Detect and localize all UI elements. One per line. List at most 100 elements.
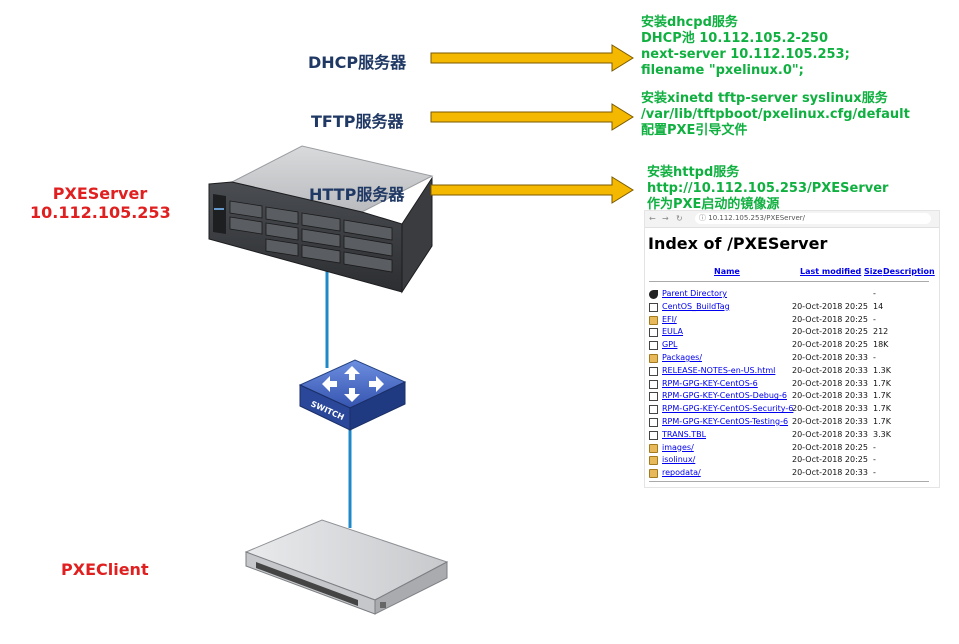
file-link[interactable]: CentOS_BuildTag <box>662 301 730 311</box>
file-size: 1.3K <box>873 365 891 375</box>
folder-icon <box>649 315 658 325</box>
file-link[interactable]: RPM-GPG-KEY-CentOS-6 <box>662 378 758 388</box>
file-date: 20-Oct-2018 20:33 <box>792 391 868 401</box>
pxe-server-label: PXEServer 10.112.105.253 <box>30 184 171 222</box>
folder-icon <box>649 354 658 363</box>
text-icon <box>649 366 658 376</box>
footer-divider <box>649 481 929 482</box>
file-link[interactable]: isolinux/ <box>662 455 696 465</box>
file-date: 20-Oct-2018 20:33 <box>792 417 868 426</box>
note-line: 作为PXE启动的镜像源 <box>647 197 780 212</box>
table-row: CentOS_BuildTag 20-Oct-2018 20:25 14 <box>649 302 935 314</box>
table-row: RPM-GPG-KEY-CentOS-Debug-6 20-Oct-2018 20… <box>649 391 935 403</box>
file-size: 14 <box>873 301 884 311</box>
server-icon <box>208 145 434 294</box>
back-icon <box>649 290 658 299</box>
arrow-http <box>430 176 634 204</box>
file-link[interactable]: repodata/ <box>662 468 701 478</box>
file-size: 212 <box>873 327 889 337</box>
file-link[interactable]: Packages/ <box>662 353 703 362</box>
note-line: /var/lib/tftpboot/pxelinux.cfg/default <box>641 107 910 122</box>
address-bar: ← → ↻ ⓘ 10.112.105.253/PXEServer/ <box>645 211 939 228</box>
file-size: - <box>873 289 876 298</box>
client-icon <box>244 519 449 615</box>
file-link[interactable]: RPM-GPG-KEY-CentOS-Security-6 <box>662 404 794 414</box>
table-row: GPL 20-Oct-2018 20:25 18K <box>649 340 935 352</box>
table-row: RELEASE-NOTES-en-US.html 20-Oct-2018 20:3… <box>649 366 935 378</box>
file-link[interactable]: RPM-GPG-KEY-CentOS-Testing-6 <box>662 417 789 426</box>
note-line: filename "pxelinux.0"; <box>641 63 804 78</box>
info-icon: ⓘ <box>699 214 709 222</box>
file-size: 1.7K <box>873 404 891 414</box>
file-size: - <box>873 442 876 452</box>
index-title: Index of /PXEServer <box>648 234 828 253</box>
file-link[interactable]: images/ <box>662 442 694 452</box>
pxe-client-label: PXEClient <box>61 560 149 579</box>
file-date: 20-Oct-2018 20:25 <box>792 340 868 350</box>
file-size: 3.3K <box>873 429 891 439</box>
dhcp-server-label: DHCP服务器 <box>308 53 407 72</box>
text-icon <box>649 341 658 351</box>
arrow-tftp <box>430 103 634 131</box>
forward-arrow-icon: → <box>662 214 669 223</box>
file-size: 1.7K <box>873 378 891 388</box>
file-size: - <box>873 353 876 362</box>
file-link[interactable]: TRANS.TBL <box>662 429 707 439</box>
table-row: EFI/20-Oct-2018 20:25- <box>649 315 935 327</box>
file-size: - <box>873 468 876 478</box>
table-row: Parent Directory - <box>649 289 935 301</box>
file-date: 20-Oct-2018 20:25 <box>792 442 868 452</box>
http-notes: 安装httpd服务 http://10.112.105.253/PXEServe… <box>647 165 888 213</box>
file-icon <box>649 379 658 389</box>
table-row: TRANS.TBL 20-Oct-2018 20:33 3.3K <box>649 430 935 442</box>
file-link[interactable]: EULA <box>662 327 684 337</box>
file-link[interactable]: RPM-GPG-KEY-CentOS-Debug-6 <box>662 391 787 401</box>
folder-icon <box>649 469 658 479</box>
file-link[interactable]: EFI/ <box>662 314 677 324</box>
switch-icon: SWITCH <box>298 359 407 431</box>
dhcp-notes: 安装dhcpd服务 DHCP池 10.112.105.2-250 next-se… <box>641 15 850 79</box>
note-line: 配置PXE引导文件 <box>641 123 748 138</box>
table-row: images/20-Oct-2018 20:25- <box>649 443 935 455</box>
column-name: Name <box>714 267 740 276</box>
folder-icon <box>649 443 658 453</box>
column-description: Description <box>883 267 935 276</box>
column-last-modified: Last modified <box>800 267 862 276</box>
http-server-label: HTTP服务器 <box>309 185 405 204</box>
file-date: 20-Oct-2018 20:25 <box>792 301 868 311</box>
note-line: next-server 10.112.105.253; <box>641 47 850 62</box>
file-link[interactable]: RELEASE-NOTES-en-US.html <box>662 365 776 375</box>
file-size: 1.7K <box>873 391 891 401</box>
file-icon <box>649 405 658 415</box>
file-icon <box>649 430 658 440</box>
file-size: 1.7K <box>873 417 891 426</box>
file-size: - <box>873 314 876 324</box>
note-line: http://10.112.105.253/PXEServer <box>647 181 889 196</box>
pxe-server-ip: 10.112.105.253 <box>30 203 171 222</box>
file-date: 20-Oct-2018 20:33 <box>792 404 868 414</box>
back-arrow-icon: ← <box>649 214 656 223</box>
url-text: 10.112.105.253/PXEServer/ <box>708 214 806 222</box>
file-date: 20-Oct-2018 20:33 <box>792 429 868 439</box>
note-line: 安装xinetd tftp-server syslinux服务 <box>641 91 888 106</box>
file-size: 18K <box>873 340 889 350</box>
file-date: 20-Oct-2018 20:33 <box>792 468 868 478</box>
file-icon <box>649 302 658 312</box>
reload-icon: ↻ <box>676 214 683 223</box>
table-row: Packages/20-Oct-2018 20:33- <box>649 353 935 365</box>
arrow-dhcp <box>430 44 634 72</box>
table-row: isolinux/20-Oct-2018 20:25- <box>649 455 935 467</box>
file-size: - <box>873 455 876 465</box>
file-link[interactable]: Parent Directory <box>662 289 728 298</box>
header-divider <box>649 281 929 282</box>
note-line: DHCP池 10.112.105.2-250 <box>641 31 829 46</box>
file-date: 20-Oct-2018 20:33 <box>792 353 868 362</box>
file-link[interactable]: GPL <box>662 340 678 350</box>
file-date: 20-Oct-2018 20:33 <box>792 365 868 375</box>
note-line: 安装dhcpd服务 <box>641 15 738 30</box>
